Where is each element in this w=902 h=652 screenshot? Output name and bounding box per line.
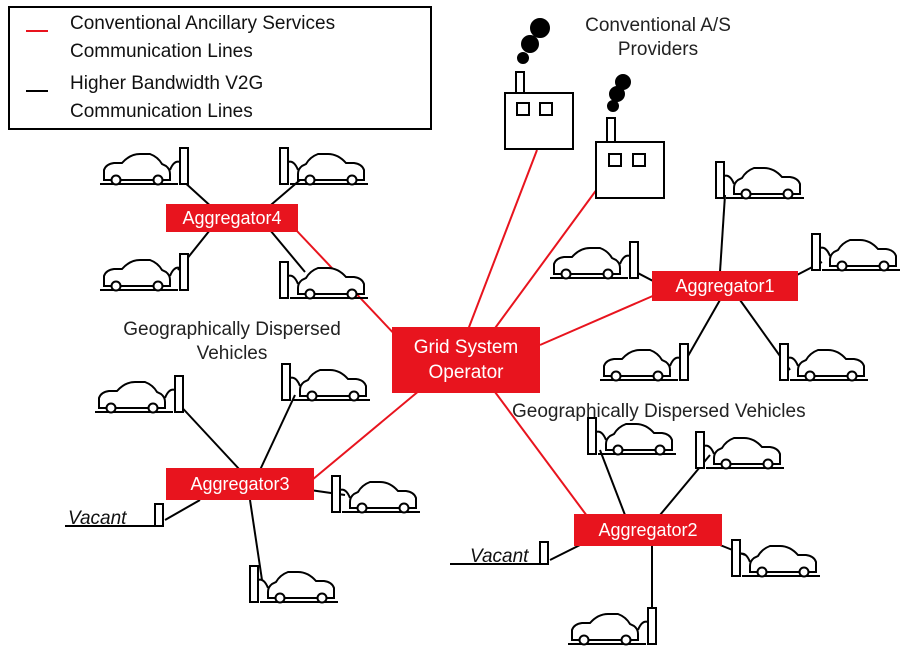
red-line-agg2 bbox=[494, 391, 591, 521]
dispersed-vehicles-left-label: Geographically Dispersed Vehicles bbox=[123, 319, 341, 364]
vacant-label-right: Vacant bbox=[470, 546, 529, 567]
vehicle-icon bbox=[731, 539, 821, 578]
aggregator2-node: Aggregator2 bbox=[574, 514, 722, 546]
provider-factory-1 bbox=[504, 18, 574, 150]
vehicle-icon bbox=[249, 565, 339, 604]
red-line-agg1 bbox=[539, 294, 656, 346]
providers-label: Conventional A/S Providers bbox=[585, 15, 731, 60]
vehicle-icon bbox=[695, 431, 785, 470]
provider-factory-2 bbox=[595, 74, 665, 199]
vehicle-icon bbox=[279, 261, 369, 300]
vehicle-icon bbox=[779, 343, 869, 382]
legend-label-v2g: Higher Bandwidth V2G Communication Lines bbox=[70, 73, 264, 122]
legend: Conventional Ancillary Services Communic… bbox=[8, 6, 432, 130]
vehicle-icon bbox=[567, 607, 657, 646]
aggregator1-node: Aggregator1 bbox=[652, 271, 798, 301]
vehicle-icon bbox=[599, 343, 689, 382]
vehicle-icon bbox=[281, 363, 371, 402]
vehicle-icon bbox=[331, 475, 421, 514]
vehicle-icon bbox=[99, 253, 189, 292]
vehicle-icon bbox=[811, 233, 901, 272]
dispersed-vehicles-right-label: Geographically Dispersed Vehicles bbox=[512, 401, 806, 422]
vehicle-icon bbox=[279, 147, 369, 186]
vehicle-icon bbox=[549, 241, 639, 280]
vehicle-icon bbox=[715, 161, 805, 200]
vehicle-icon bbox=[99, 147, 189, 186]
legend-swatch-red bbox=[26, 30, 48, 32]
legend-label-ancillary: Conventional Ancillary Services Communic… bbox=[70, 13, 336, 62]
legend-swatch-black bbox=[26, 90, 48, 92]
vehicle-icon bbox=[94, 375, 184, 414]
red-line-agg3 bbox=[311, 389, 421, 481]
vacant-label-left: Vacant bbox=[68, 508, 127, 529]
red-line-provider1 bbox=[465, 149, 538, 336]
red-line-provider2 bbox=[489, 184, 601, 336]
grid-system-operator-node: Grid System Operator bbox=[392, 327, 540, 393]
aggregator3-node: Aggregator3 bbox=[166, 468, 314, 500]
aggregator4-node: Aggregator4 bbox=[166, 204, 298, 232]
